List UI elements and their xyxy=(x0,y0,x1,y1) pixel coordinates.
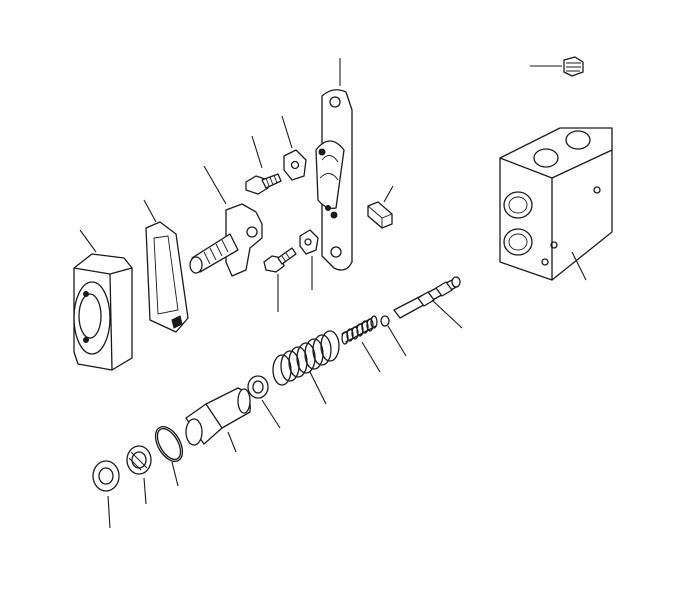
part-nut xyxy=(92,460,120,529)
part-cover-plate xyxy=(143,199,189,333)
part-o-ring xyxy=(154,426,184,487)
part-plate-washer-upper xyxy=(281,115,307,181)
bracket-plate xyxy=(225,203,263,277)
part-large-spring xyxy=(272,330,340,405)
leader-line-bolt-upper xyxy=(251,135,263,169)
part-plug xyxy=(530,56,584,77)
part-bolt-upper xyxy=(245,135,282,195)
leader-line-small-spring xyxy=(361,341,381,373)
leader-line-nut xyxy=(107,495,111,529)
leader-line-end-cap xyxy=(79,229,97,253)
leader-line-spool xyxy=(431,299,463,329)
leader-line-plate-washer-upper xyxy=(281,115,293,149)
part-bolt-lower xyxy=(263,247,297,312)
leader-line-small-ring xyxy=(387,325,407,357)
leader-line-o-ring xyxy=(171,461,179,487)
leader-line-plunger xyxy=(227,431,237,453)
leader-line-solenoid-bracket xyxy=(203,165,227,205)
part-spring-seat xyxy=(247,375,281,429)
leader-line-backup-ring xyxy=(143,477,147,505)
part-solenoid-bracket xyxy=(189,165,263,277)
part-small-spring xyxy=(341,315,381,373)
leader-line-spring-seat xyxy=(261,399,281,429)
part-backup-ring xyxy=(126,445,152,505)
leader-line-cover-plate xyxy=(143,199,157,223)
part-valve-body xyxy=(499,127,613,281)
leader-line-valve-body xyxy=(571,251,587,281)
part-pin xyxy=(367,185,394,229)
part-end-cap xyxy=(73,229,133,371)
part-lever-plate xyxy=(315,58,353,271)
part-small-ring xyxy=(380,315,407,357)
part-spool xyxy=(393,276,463,329)
part-plunger xyxy=(185,387,251,453)
part-plate-washer-lower xyxy=(299,229,319,290)
leader-line-large-spring xyxy=(309,371,327,405)
plug-body xyxy=(563,56,584,77)
cover-plate-outline xyxy=(145,221,189,333)
leader-line-pin xyxy=(383,185,394,203)
